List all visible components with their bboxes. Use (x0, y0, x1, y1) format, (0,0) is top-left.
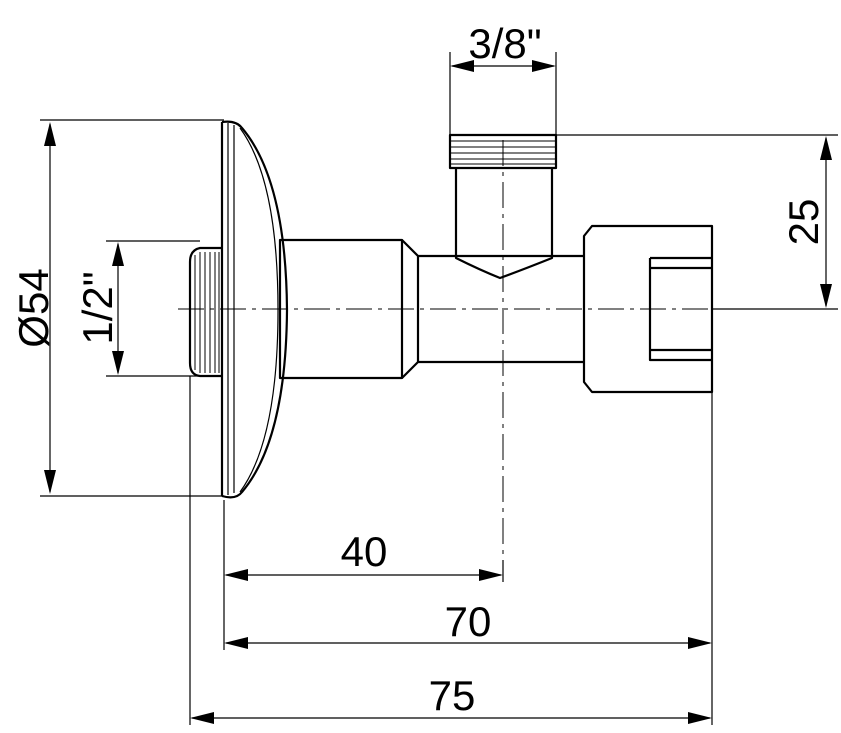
body-length-label: 70 (445, 598, 492, 645)
overall-length-label: 75 (429, 672, 476, 719)
dimension-body-length: 70 (224, 598, 712, 649)
extension-lines (40, 52, 838, 725)
dimension-outlet-thread: 3/8" (450, 20, 556, 72)
outlet-height-label: 25 (780, 199, 827, 246)
outlet-thread-label: 3/8" (468, 20, 541, 67)
dimension-overall-length: 75 (190, 672, 712, 724)
center-lines (178, 140, 740, 560)
dimension-inlet-thread: 1/2" (74, 242, 124, 375)
to-outlet-axis-label: 40 (341, 528, 388, 575)
dimension-flange-diameter: Ø54 (10, 122, 57, 494)
inlet-thread-label: 1/2" (74, 271, 121, 344)
dimension-to-outlet-axis: 40 (224, 528, 503, 581)
inlet-thread (188, 246, 222, 378)
dimension-outlet-height: 25 (780, 136, 832, 308)
flange-diameter-label: Ø54 (10, 268, 57, 347)
